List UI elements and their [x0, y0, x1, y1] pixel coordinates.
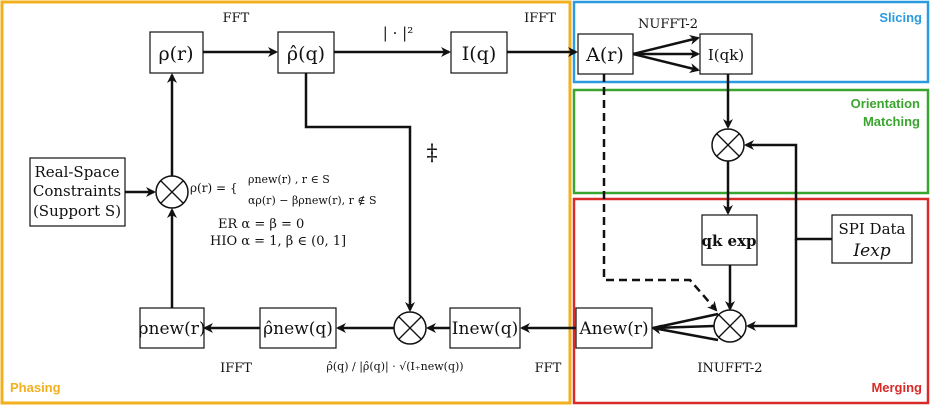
- phasing-region: [0, 0, 572, 405]
- svg-text:Inew(q): Inew(q): [452, 319, 518, 339]
- node-spi-data: SPI Data Iexp: [831, 214, 913, 264]
- svg-text:qk exp: qk exp: [701, 232, 756, 250]
- node-intensity: I(q): [450, 31, 508, 74]
- svg-text:ρ(r): ρ(r): [158, 43, 193, 65]
- slicing-region: [572, 0, 930, 84]
- edge-spi-feedback: [744, 140, 832, 331]
- svg-text:ρnew(r) , r ∈ S: ρnew(r) , r ∈ S: [248, 173, 330, 186]
- label-ifft-top: IFFT: [524, 11, 556, 26]
- node-rho-hat: ρ̂(q): [277, 31, 335, 74]
- constraint-multiply-node: [155, 175, 189, 209]
- node-amplitude: A(r): [577, 33, 634, 75]
- svg-text:ρnew(r): ρnew(r): [139, 319, 206, 339]
- label-inufft2: INUFFT-2: [697, 361, 762, 376]
- update-rule-formula: ρ(r) = { ρnew(r) , r ∈ S αρ(r) − βρnew(r…: [190, 173, 377, 249]
- orientation-label-line1: Orientation: [851, 96, 920, 111]
- svg-text:I(q): I(q): [462, 43, 497, 65]
- edge-inufft2-fan: [651, 312, 719, 342]
- dagger-symbol: ‡: [427, 141, 438, 166]
- svg-text:(Support S): (Support S): [33, 202, 121, 220]
- label-abs-square: | · |²: [383, 24, 413, 42]
- node-q-exp: qk exp: [701, 214, 758, 266]
- node-a-new: Anew(r): [575, 307, 653, 349]
- node-rho: ρ(r): [149, 31, 204, 74]
- label-fft-top: FFT: [223, 11, 250, 26]
- orientation-multiply-node: [711, 128, 745, 162]
- node-slice: I(qk): [699, 33, 753, 75]
- edge-rhohat-down: [304, 73, 415, 312]
- svg-text:ρ̂(q): ρ̂(q): [287, 43, 325, 65]
- node-rho-new: ρnew(r): [139, 307, 206, 349]
- svg-text:HIO α = 1, β ∈ (0, 1]: HIO α = 1, β ∈ (0, 1]: [210, 234, 346, 249]
- label-nufft2: NUFFT-2: [638, 17, 698, 32]
- svg-text:αρ(r) − βρnew(r), r ∉ S: αρ(r) − βρnew(r), r ∉ S: [248, 194, 377, 207]
- svg-text:ER α = β = 0: ER α = β = 0: [218, 217, 304, 232]
- svg-text:ρ̂new(q): ρ̂new(q): [263, 319, 333, 339]
- svg-text:Real-Space: Real-Space: [34, 163, 119, 181]
- svg-text:SPI Data: SPI Data: [838, 220, 905, 238]
- phasing-label: Phasing: [10, 380, 61, 395]
- orientation-matching-region: [572, 88, 930, 195]
- svg-text:Constraints: Constraints: [33, 182, 121, 200]
- merging-label: Merging: [871, 380, 922, 395]
- svg-text:I(qk): I(qk): [708, 46, 744, 64]
- edge-nufft2-fan: [632, 35, 700, 73]
- orientation-label-line2: Matching: [863, 114, 920, 129]
- node-i-new: Inew(q): [449, 307, 521, 349]
- node-rho-hat-new: ρ̂new(q): [259, 307, 337, 349]
- edge-amplitude-dashed: [602, 74, 718, 312]
- merge-multiply-node: [713, 309, 747, 343]
- slicing-label: Slicing: [879, 10, 922, 25]
- svg-text:Iexp: Iexp: [852, 241, 890, 261]
- label-ifft-bottom: IFFT: [220, 361, 252, 376]
- svg-text:ρ(r) = {: ρ(r) = {: [190, 181, 237, 195]
- projection-multiply-node: [393, 311, 427, 345]
- node-constraints: Real-Space Constraints (Support S): [29, 157, 126, 227]
- svg-text:A(r): A(r): [585, 44, 624, 66]
- label-fft-bottom: FFT: [535, 361, 562, 376]
- svg-text:Anew(r): Anew(r): [578, 319, 648, 339]
- projection-formula: ρ̂(q) / |ρ̂(q)| · √(I₊new(q)): [326, 360, 463, 374]
- merging-region: [572, 197, 930, 405]
